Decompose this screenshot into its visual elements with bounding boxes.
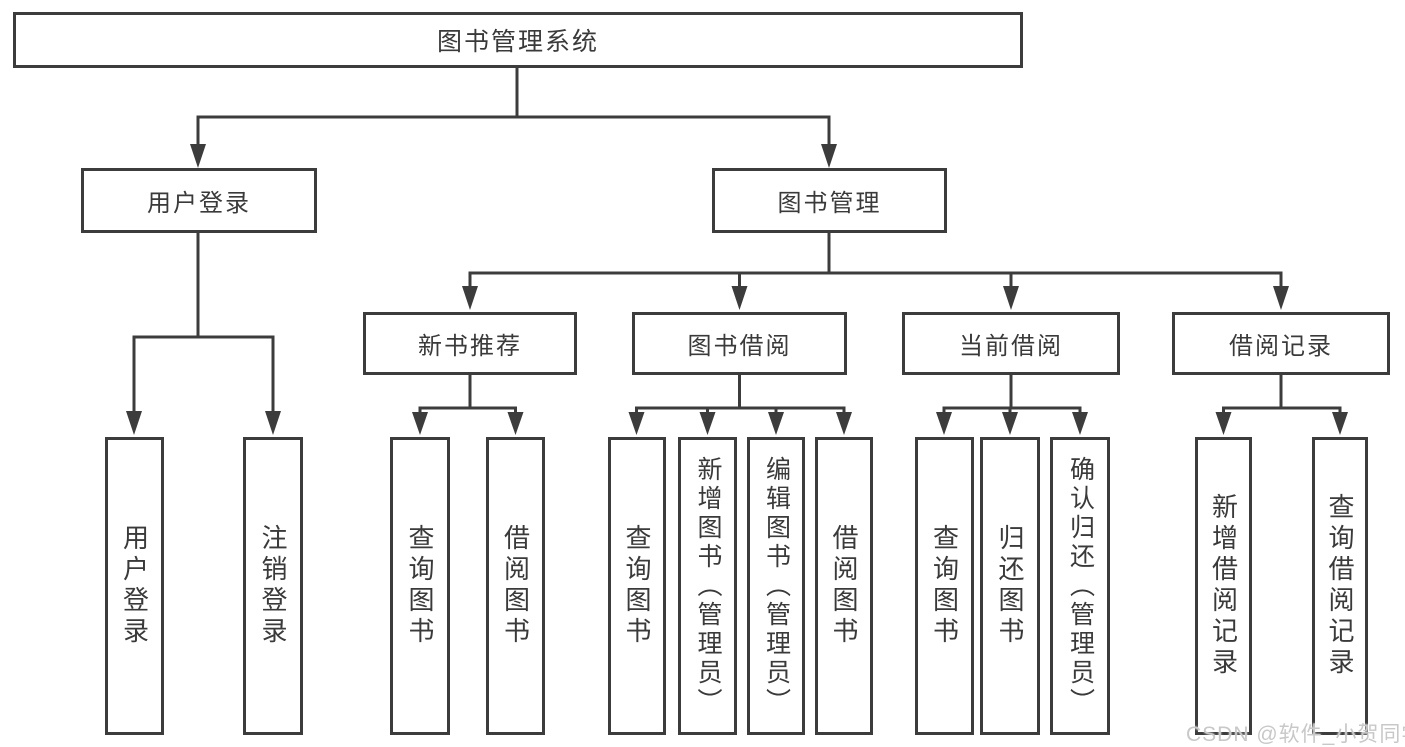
leaf-return-books: 归还图书 (980, 437, 1040, 735)
leaf-borrow-query-books: 查询图书 (608, 437, 666, 735)
leaf-query-borrow-record: 查询借阅记录 (1312, 437, 1368, 735)
node-current-borrow: 当前借阅 (902, 312, 1120, 375)
leaf-current-query-books: 查询图书 (915, 437, 974, 735)
arrowheads (126, 144, 1348, 435)
leaf-edit-books-admin: 编辑图书（管理员） (747, 437, 805, 735)
leaf-add-borrow-record: 新增借阅记录 (1195, 437, 1252, 735)
node-book-borrow: 图书借阅 (632, 312, 847, 375)
node-borrow-record: 借阅记录 (1172, 312, 1390, 375)
leaf-user-login: 用户登录 (105, 437, 164, 735)
leaf-newbook-borrow-books: 借阅图书 (486, 437, 545, 735)
csdn-watermark: CSDN @软件_小贺同学 (1186, 723, 1405, 746)
node-user-login: 用户登录 (81, 168, 317, 233)
leaf-add-books-admin: 新增图书（管理员） (678, 437, 737, 735)
leaf-confirm-return-admin: 确认归还（管理员） (1050, 437, 1110, 735)
leaf-borrow-books: 借阅图书 (815, 437, 873, 735)
node-book-management: 图书管理 (712, 168, 947, 233)
leaf-logout: 注销登录 (243, 437, 303, 735)
node-new-book-recommend: 新书推荐 (363, 312, 577, 375)
node-root-system: 图书管理系统 (13, 12, 1023, 68)
leaf-newbook-query-books: 查询图书 (390, 437, 450, 735)
